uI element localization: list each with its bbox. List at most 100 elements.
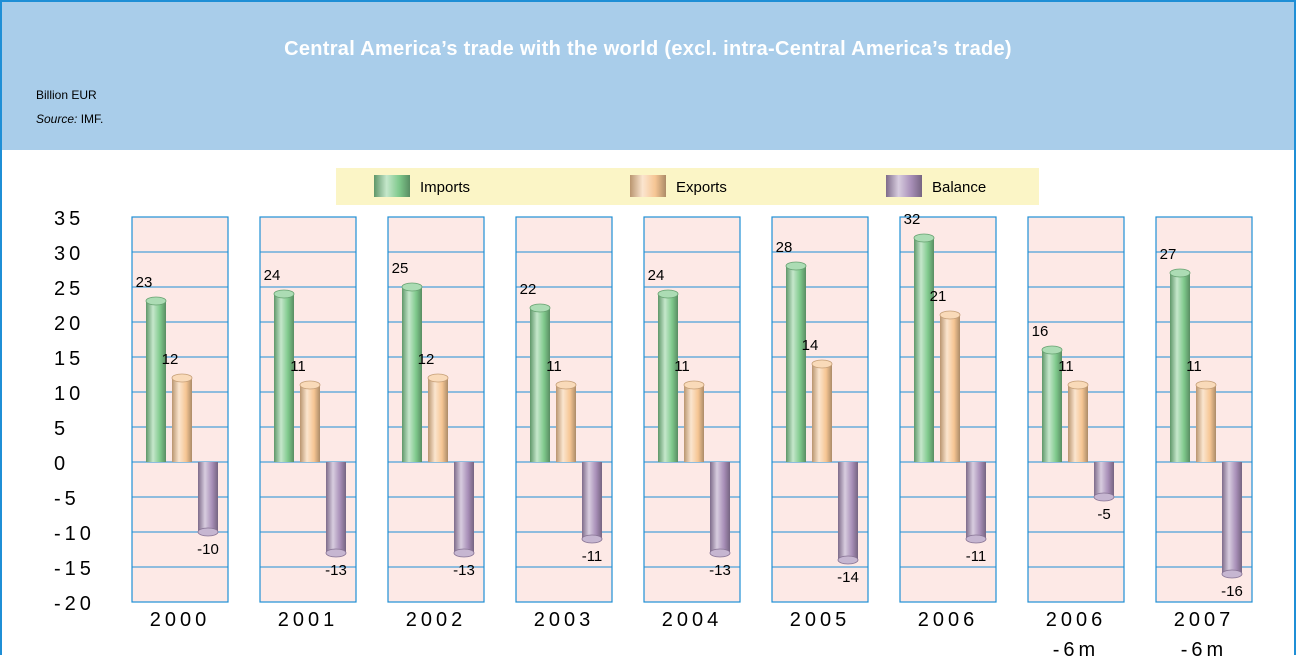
bar-exports (556, 385, 576, 462)
bar-cap-exports (939, 310, 961, 320)
bar-imports (146, 301, 166, 462)
data-label-balance: -13 (709, 562, 731, 579)
data-label-exports: 11 (290, 358, 306, 375)
x-category-label: 2006 (918, 609, 979, 631)
bar-exports (1068, 385, 1088, 462)
chart-title: Central America’s trade with the world (… (284, 38, 1012, 60)
data-label-imports: 27 (1160, 246, 1177, 263)
data-label-exports: 12 (418, 351, 435, 368)
bar-cap-balance (1221, 569, 1243, 579)
bar-balance (838, 462, 858, 560)
x-category-label: 2002 (406, 609, 467, 631)
bar-cap-exports (683, 380, 705, 390)
data-label-exports: 11 (674, 358, 690, 375)
bar-exports (940, 315, 960, 462)
data-label-exports: 11 (1186, 358, 1202, 375)
data-label-balance: -5 (1097, 506, 1110, 523)
unit-label: Billion EUR (36, 88, 97, 102)
bar-cap-balance (1093, 492, 1115, 502)
y-tick-label: -20 (54, 593, 95, 615)
y-tick-label: 5 (54, 418, 69, 440)
bar-balance (582, 462, 602, 539)
data-label-exports: 21 (930, 288, 947, 305)
data-label-balance: -14 (837, 569, 859, 586)
y-tick-label: 30 (54, 243, 84, 265)
bar-exports (684, 385, 704, 462)
bar-cap-exports (811, 359, 833, 369)
bar-cap-balance (709, 548, 731, 558)
x-category-label: 2006 (1046, 609, 1107, 631)
bar-cap-imports (913, 233, 935, 243)
y-tick-label: 15 (54, 348, 84, 370)
bar-exports (1196, 385, 1216, 462)
bar-cap-balance (837, 555, 859, 565)
bar-imports (658, 294, 678, 462)
bar-cap-balance (325, 548, 347, 558)
bar-cap-imports (273, 289, 295, 299)
x-category-label: 2001 (278, 609, 339, 631)
data-label-imports: 22 (520, 281, 537, 298)
bar-balance (966, 462, 986, 539)
data-label-balance: -11 (582, 548, 603, 565)
chart-header: Central America’s trade with the world (… (2, 2, 1294, 150)
data-label-imports: 25 (392, 260, 409, 277)
bar-imports (402, 287, 422, 462)
data-label-exports: 11 (546, 358, 562, 375)
y-tick-label: -5 (54, 488, 80, 510)
bar-cap-balance (453, 548, 475, 558)
bar-cap-imports (1169, 268, 1191, 278)
bar-balance (198, 462, 218, 532)
source-value: IMF. (80, 112, 104, 126)
bar-exports (812, 364, 832, 462)
data-label-imports: 32 (904, 211, 921, 228)
source-note: Source: IMF. (36, 112, 103, 126)
bar-balance (1222, 462, 1242, 574)
y-tick-label: 35 (54, 208, 84, 230)
bar-cap-exports (1195, 380, 1217, 390)
bar-imports (1042, 350, 1062, 462)
bar-balance (1094, 462, 1114, 497)
data-label-imports: 23 (136, 274, 153, 291)
x-category-label: 2007 (1174, 609, 1235, 631)
legend-label-exports: Exports (676, 179, 727, 196)
bar-balance (326, 462, 346, 553)
data-label-balance: -13 (325, 562, 347, 579)
bar-cap-balance (197, 527, 219, 537)
x-category-label: 2003 (534, 609, 595, 631)
data-label-imports: 24 (264, 267, 281, 284)
bar-cap-balance (965, 534, 987, 544)
source-label: Source: (36, 112, 78, 126)
bar-cap-exports (171, 373, 193, 383)
bar-exports (300, 385, 320, 462)
data-label-balance: -13 (453, 562, 475, 579)
bar-imports (786, 266, 806, 462)
data-label-exports: 12 (162, 351, 179, 368)
bar-cap-exports (1067, 380, 1089, 390)
data-label-balance: -16 (1221, 583, 1243, 600)
y-tick-label: 20 (54, 313, 84, 335)
bar-cap-imports (401, 282, 423, 292)
x-category-label: 2005 (790, 609, 851, 631)
bar-cap-imports (529, 303, 551, 313)
x-category-label: -6m (1181, 639, 1227, 657)
data-label-exports: 14 (802, 337, 819, 354)
bar-imports (1170, 273, 1190, 462)
bar-cap-balance (581, 534, 603, 544)
data-label-imports: 24 (648, 267, 665, 284)
bar-imports (914, 238, 934, 462)
bar-balance (454, 462, 474, 553)
data-label-balance: -10 (197, 541, 219, 558)
data-label-balance: -11 (966, 548, 987, 565)
bar-cap-exports (555, 380, 577, 390)
bar-exports (428, 378, 448, 462)
y-tick-label: 0 (54, 453, 69, 475)
x-category-label: 2000 (150, 609, 211, 631)
bar-balance (710, 462, 730, 553)
bar-cap-imports (1041, 345, 1063, 355)
bar-imports (530, 308, 550, 462)
data-label-exports: 11 (1058, 358, 1074, 375)
y-tick-label: 10 (54, 383, 84, 405)
data-label-imports: 16 (1032, 323, 1049, 340)
